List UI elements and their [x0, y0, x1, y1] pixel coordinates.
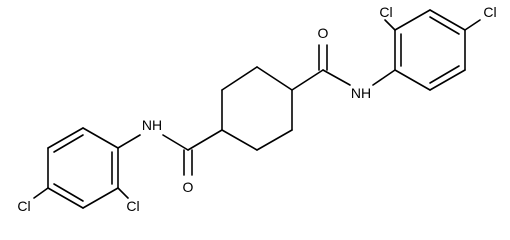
bond-ring-to-carbonyl-left	[187, 129, 223, 151]
bond-left-aryl-3	[47, 187, 84, 209]
atom-label-chlorine-bottom-right: Cl	[126, 198, 139, 214]
bond-left-aryl-3-inner	[53, 183, 84, 202]
bond-right-aryl-3-inner	[429, 16, 460, 35]
bond-ring-to-carbonyl-right	[291, 69, 324, 91]
bond-left-aryl-5	[47, 127, 84, 149]
bond-carbonyl-left-to-n	[162, 134, 189, 151]
atom-label-chlorine-top-left: Cl	[379, 4, 392, 20]
atom-labels: O NH NH O Cl Cl Cl Cl	[17, 4, 496, 214]
atom-label-oxygen-lower: O	[183, 179, 194, 195]
atom-label-nh-left: NH	[142, 117, 162, 133]
bond-carbonyl-right-to-n	[322, 69, 351, 86]
atom-label-chlorine-bottom-left: Cl	[17, 198, 30, 214]
atom-label-oxygen-upper: O	[318, 25, 329, 41]
bond-ring-1	[256, 66, 293, 91]
bond-left-aryl-to-cl-bottom	[117, 187, 129, 199]
bond-left-aryl-to-cl-para	[33, 187, 49, 199]
bond-right-aryl-3	[429, 9, 466, 31]
chemical-structure-diagram: O NH NH O Cl Cl Cl Cl	[17, 4, 496, 214]
atom-label-nh-right: NH	[351, 85, 371, 101]
atom-label-chlorine-top-right: Cl	[483, 4, 496, 20]
bond-right-aryl-5	[429, 69, 466, 91]
bond-left-aryl-2	[82, 187, 119, 209]
bond-n-right-to-aryl	[372, 69, 396, 86]
bond-left-aryl-6	[82, 127, 119, 149]
bond-right-aryl-2	[394, 9, 431, 31]
bond-ring-3	[256, 129, 293, 151]
bond-left-aryl-5-inner	[53, 134, 84, 153]
bond-right-aryl-to-cl-para	[464, 19, 481, 31]
bond-ring-4	[221, 129, 258, 151]
bond-ring-6	[221, 66, 258, 91]
bond-right-aryl-5-inner	[429, 65, 460, 84]
bond-n-left-to-aryl	[117, 134, 141, 149]
bond-right-aryl-6	[394, 69, 431, 91]
bond-lines	[33, 9, 481, 209]
bond-right-aryl-to-cl-top	[384, 19, 396, 31]
